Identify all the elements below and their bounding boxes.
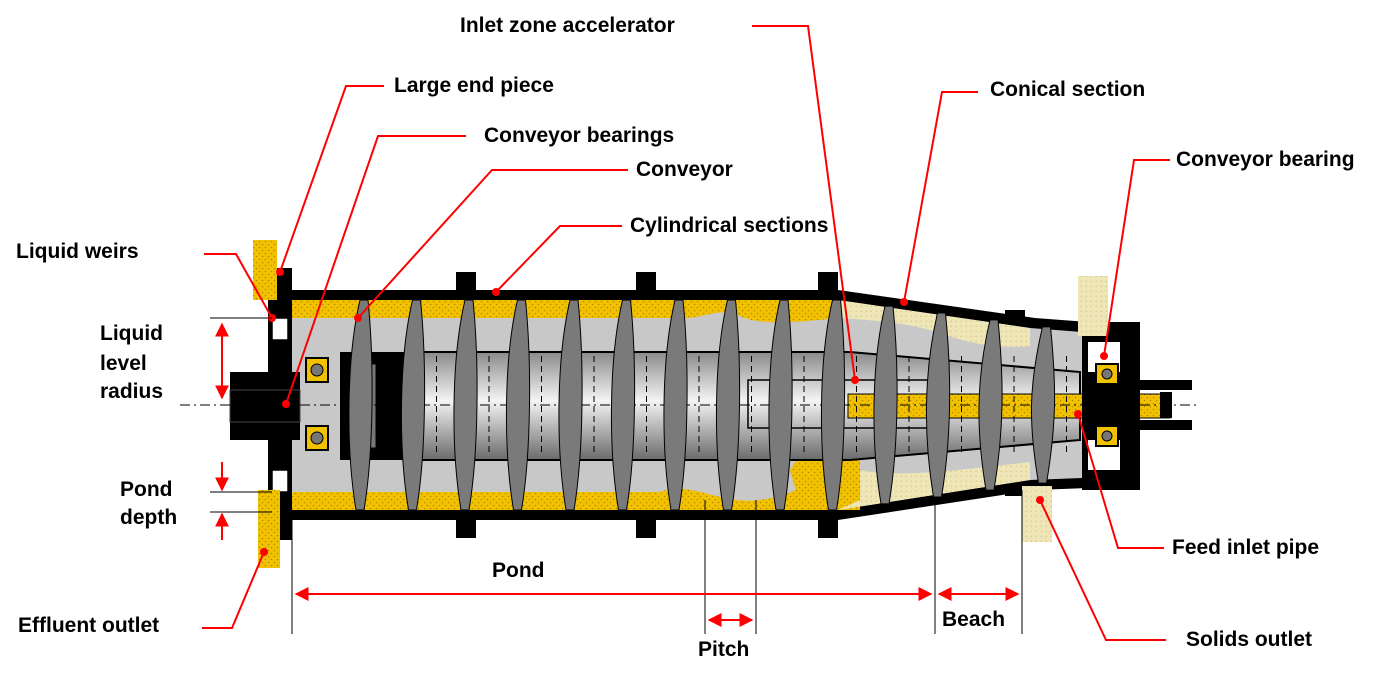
conveyor-flight [453, 299, 478, 511]
conveyor-flight [768, 299, 793, 511]
leader-liquid-weirs [204, 253, 273, 319]
label-cylindrical-sections: Cylindrical sections [630, 214, 828, 237]
weir-top [271, 317, 289, 341]
leader-large-end-piece [279, 85, 384, 273]
conveyor-flight [978, 319, 1003, 491]
leader-feed-inlet-pipe [1077, 413, 1164, 549]
label-conveyor-bearings: Conveyor bearings [484, 124, 674, 147]
conveyor-flight [505, 299, 531, 511]
flange-cone-bot [1005, 484, 1025, 496]
flange-bot-3 [818, 518, 838, 538]
flange-cone-top [1005, 310, 1025, 322]
flange-top-2 [636, 272, 656, 292]
weir-bottom [271, 469, 289, 493]
label-liquid-level-1: Liquid [100, 322, 163, 345]
label-liquid-weirs: Liquid weirs [16, 240, 139, 263]
flange-bot-2 [636, 518, 656, 538]
label-conveyor-bearing: Conveyor bearing [1176, 148, 1355, 171]
label-pond-depth-2: depth [120, 506, 177, 529]
label-liquid-level-2: level [100, 352, 147, 375]
pond-bottom [292, 465, 860, 510]
leader-inlet-accelerator [752, 25, 856, 381]
conveyor-flight [715, 299, 741, 511]
conveyor-flight [820, 299, 846, 511]
label-conveyor: Conveyor [636, 158, 733, 181]
label-pond: Pond [492, 559, 545, 582]
flange-bot-1 [456, 518, 476, 538]
flange-top-3 [818, 272, 838, 292]
leader-solids-outlet [1039, 499, 1166, 641]
leader-conical-section [903, 91, 978, 303]
label-large-end-piece: Large end piece [394, 74, 554, 97]
label-solids-outlet: Solids outlet [1186, 628, 1312, 651]
right-housing [1082, 322, 1140, 490]
label-liquid-level-3: radius [100, 380, 163, 403]
leader-conveyor-bearing [1103, 159, 1170, 357]
conveyor-flight [1030, 326, 1056, 484]
conveyor-flights [348, 299, 1067, 511]
label-beach: Beach [942, 608, 1005, 631]
solids-outlet-top [1078, 276, 1108, 336]
label-pond-depth-1: Pond [120, 478, 173, 501]
leader-conveyor-bearings [285, 135, 466, 405]
leader-effluent-outlet [202, 551, 265, 629]
conveyor-flight [400, 299, 426, 511]
flange-top-1 [456, 272, 476, 292]
leader-cylindrical-sections [495, 225, 622, 293]
leader-conveyor [357, 169, 628, 319]
conveyor-flight [663, 299, 688, 511]
conveyor-flight [873, 305, 898, 505]
conveyor-flight [348, 299, 373, 511]
labels: Inlet zone accelerator Large end piece C… [16, 14, 1355, 661]
label-conical-section: Conical section [990, 78, 1145, 101]
pond-top [292, 300, 838, 323]
dimension-arrows [215, 322, 1020, 627]
label-feed-inlet-pipe: Feed inlet pipe [1172, 536, 1319, 559]
conveyor-flight [925, 312, 951, 498]
conveyor-flight [610, 299, 636, 511]
label-inlet-zone-accelerator: Inlet zone accelerator [460, 14, 675, 37]
leader-lines [202, 25, 1170, 641]
conveyor-flight [558, 299, 583, 511]
label-effluent-outlet: Effluent outlet [18, 614, 159, 637]
dimension-lines [210, 317, 1023, 634]
label-pitch: Pitch [698, 638, 749, 661]
right-shaft [1140, 380, 1192, 390]
right-shaft-2 [1140, 420, 1192, 430]
